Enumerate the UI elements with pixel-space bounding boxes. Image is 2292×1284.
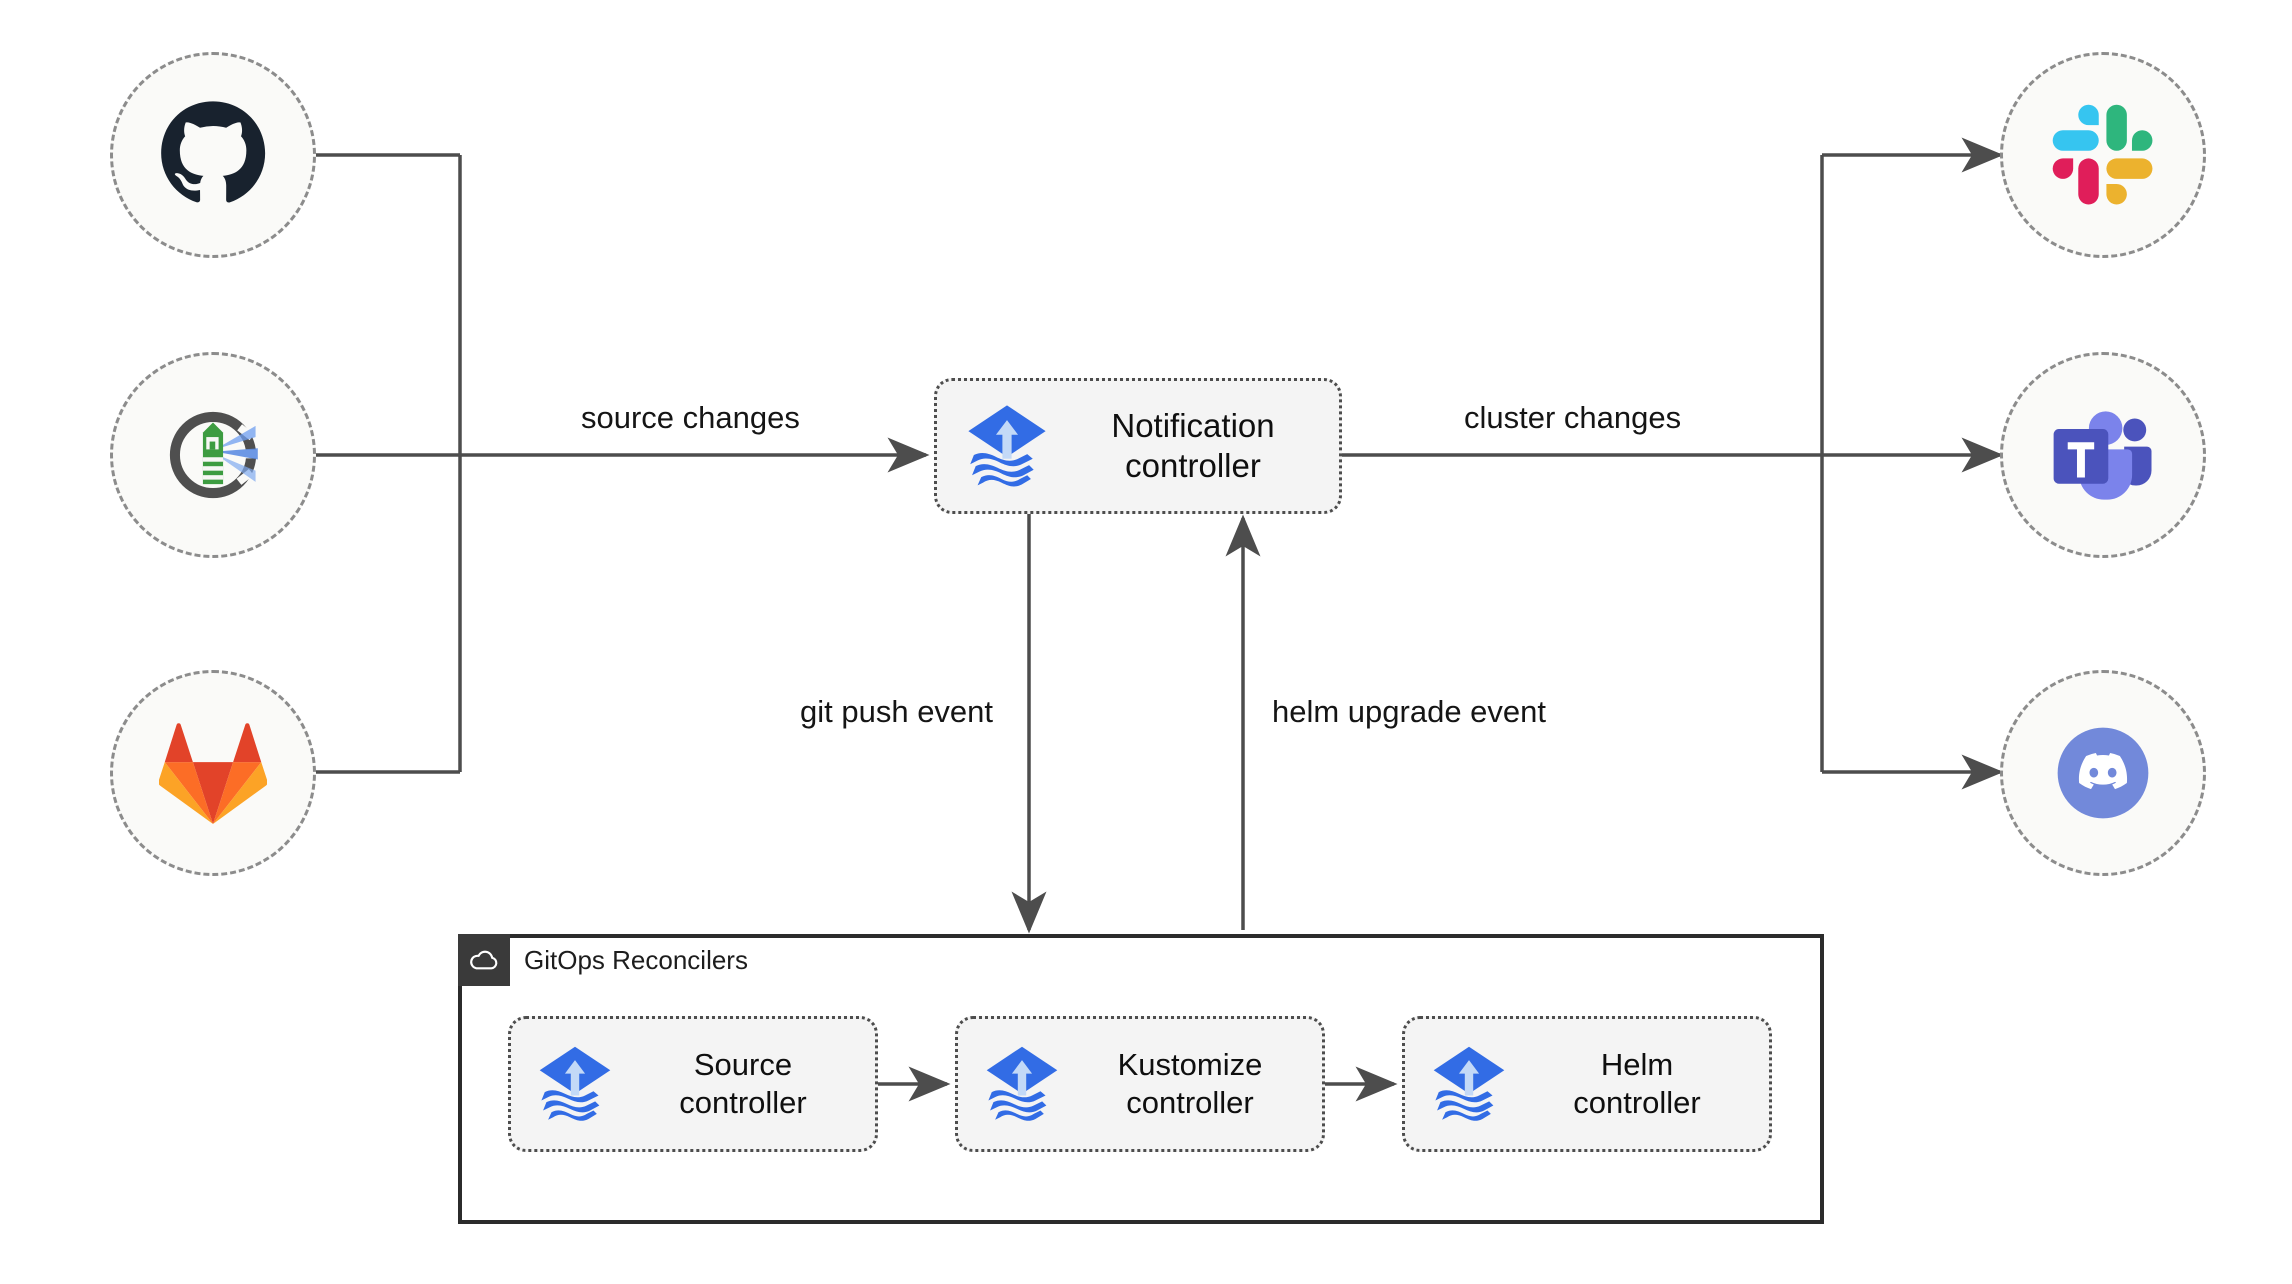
edge-label-cluster-changes: cluster changes — [1464, 400, 1682, 435]
gitops-reconcilers-group — [458, 934, 1824, 1224]
target-node-slack[interactable] — [2000, 52, 2206, 258]
microsoft-teams-icon — [2044, 396, 2162, 514]
source-node-gitlab[interactable] — [110, 670, 316, 876]
source-controller-box[interactable]: Source controller — [508, 1016, 878, 1152]
flux-logo-icon — [1427, 1040, 1511, 1129]
flux-logo-icon — [533, 1040, 617, 1129]
kustomize-controller-box[interactable]: Kustomize controller — [955, 1016, 1325, 1152]
source-node-github[interactable] — [110, 52, 316, 258]
notification-controller-label: Notification controller — [1111, 406, 1275, 484]
discord-icon — [2044, 714, 2162, 832]
gitlab-icon — [154, 714, 272, 832]
source-controller-label: Source controller — [679, 1047, 807, 1120]
edge-label-git-push-event: git push event — [800, 694, 994, 729]
source-node-harbor[interactable] — [110, 352, 316, 558]
gitops-reconcilers-title: GitOps Reconcilers — [524, 944, 748, 975]
flux-logo-icon — [961, 398, 1053, 495]
gitops-reconcilers-header: GitOps Reconcilers — [458, 934, 748, 986]
harbor-lighthouse-icon — [154, 396, 272, 514]
target-node-microsoft-teams[interactable] — [2000, 352, 2206, 558]
edge-label-helm-upgrade-event: helm upgrade event — [1272, 694, 1547, 729]
notification-controller-box[interactable]: Notification controller — [934, 378, 1342, 514]
edge-label-source-changes: source changes — [581, 400, 800, 435]
helm-controller-label: Helm controller — [1573, 1047, 1701, 1120]
helm-controller-box[interactable]: Helm controller — [1402, 1016, 1772, 1152]
target-node-discord[interactable] — [2000, 670, 2206, 876]
github-icon — [154, 96, 272, 214]
slack-icon — [2044, 96, 2162, 214]
cloud-icon — [458, 934, 510, 986]
flux-logo-icon — [980, 1040, 1064, 1129]
kustomize-controller-label: Kustomize controller — [1117, 1047, 1263, 1120]
